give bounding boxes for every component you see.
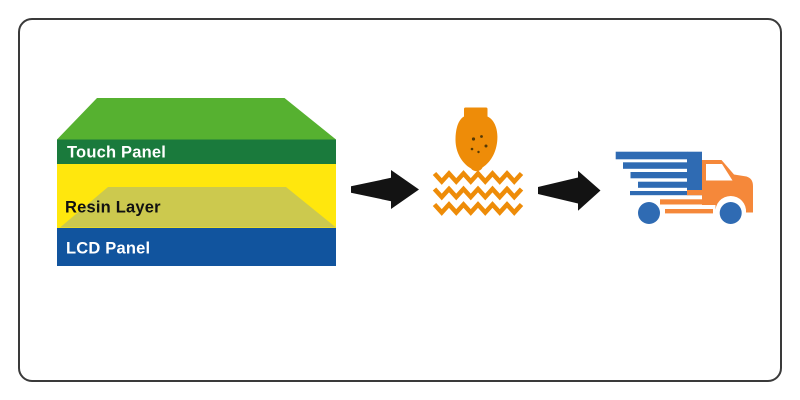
flame-icon — [455, 107, 498, 172]
truck-cab-floor — [687, 190, 703, 196]
lcd-panel-layer — [57, 228, 336, 266]
curing-icon — [432, 107, 524, 216]
process-arrow-2-icon — [538, 170, 601, 211]
truck-window — [706, 164, 733, 181]
lcd-panel-label: LCD Panel — [66, 240, 150, 258]
truck-wheel-front — [719, 202, 742, 224]
touch-panel-top-face — [57, 98, 336, 140]
delivery-truck-icon — [615, 151, 753, 224]
touch-panel-label: Touch Panel — [67, 144, 166, 162]
truck-chassis-bar — [660, 199, 716, 205]
process-arrow-1-icon — [351, 170, 419, 209]
panel-stack: Touch Panel Resin Layer LCD Panel — [57, 98, 336, 266]
touch-panel-layer — [57, 139, 336, 164]
truck-wheel-rear — [638, 202, 660, 224]
truck-speed-lines — [615, 151, 702, 196]
truck-underline-bar — [665, 209, 713, 214]
heat-waves-icon — [432, 170, 524, 216]
flame-detail-specks — [470, 135, 488, 154]
resin-fill-trapezoid — [60, 187, 336, 228]
resin-layer-label: Resin Layer — [65, 199, 161, 217]
frame-border — [18, 18, 782, 382]
